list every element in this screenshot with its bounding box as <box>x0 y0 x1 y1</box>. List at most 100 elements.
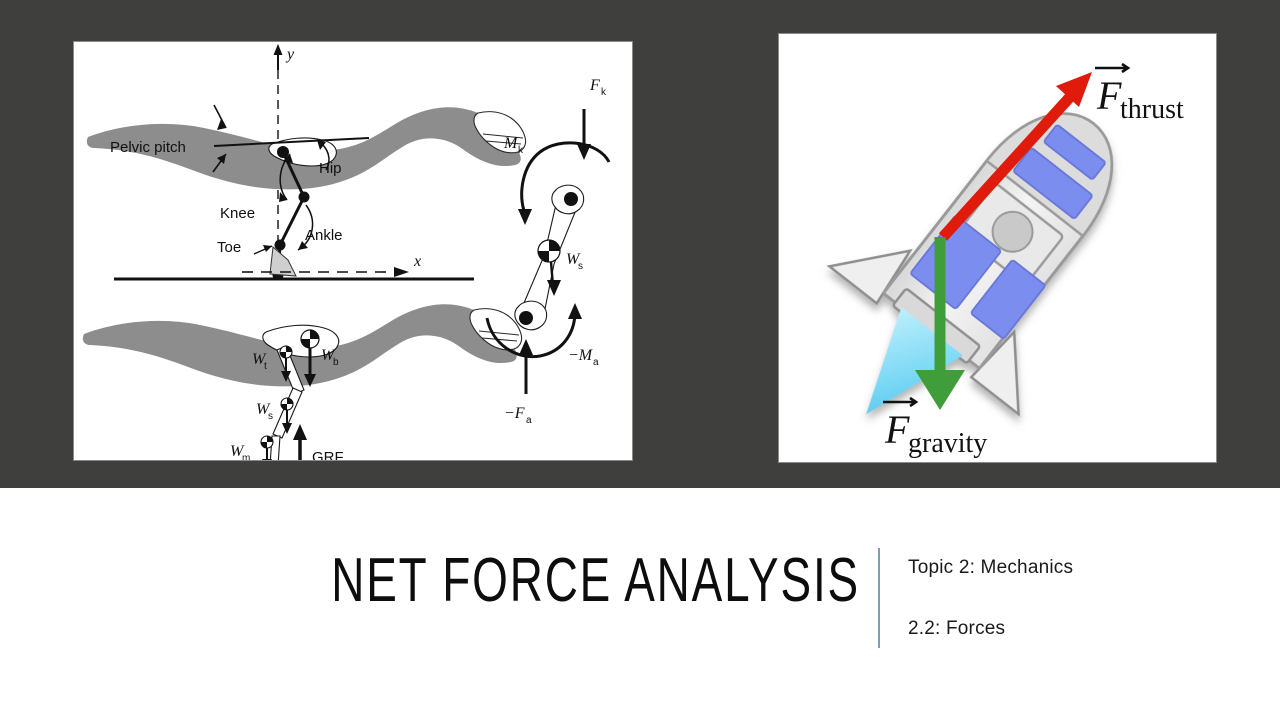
label-f-thrust: F thrust <box>1095 62 1184 125</box>
dinosaur-body-lower <box>82 304 517 387</box>
left-figure-dinosaur-biomechanics[interactable]: y <box>74 42 632 460</box>
knee-angle-arrowhead-bottom <box>279 192 287 202</box>
label-ankle: Ankle <box>305 227 343 244</box>
svg-text:−F: −F <box>504 405 525 422</box>
rocket-window-top <box>1043 124 1106 180</box>
y-axis-arrowhead <box>273 44 283 55</box>
svg-text:−M: −M <box>568 347 594 364</box>
svg-text:t: t <box>264 361 267 372</box>
dinosaur-skull-upper <box>473 111 527 154</box>
svg-text:k: k <box>518 145 524 156</box>
thrust-vector-overarrow <box>1095 62 1131 74</box>
label-grf: GRF <box>312 449 344 460</box>
label-hip: Hip <box>319 160 342 177</box>
svg-text:a: a <box>593 357 599 368</box>
svg-text:s: s <box>268 411 273 422</box>
rocket-porthole <box>991 210 1034 253</box>
subtitle-section: 2.2: Forces <box>908 618 1006 639</box>
com-marker-body <box>300 329 320 349</box>
fa-arrowhead <box>519 339 533 355</box>
weight-tail-arrowhead <box>281 371 291 382</box>
weight-body-arrowhead <box>304 374 316 387</box>
label-f-gravity: F gravity <box>883 396 987 459</box>
ankle-angle-arrowhead <box>298 241 308 250</box>
svg-text:k: k <box>601 87 607 98</box>
pelvic-pitch-reference-line <box>213 137 370 147</box>
page-title: NET FORCE ANALYSIS <box>331 546 860 615</box>
ma-moment-arrowhead <box>568 303 582 319</box>
svg-text:F: F <box>1096 73 1122 118</box>
rocket-fin-right <box>969 329 1020 417</box>
thrust-arrowhead <box>1056 72 1092 107</box>
pelvic-pitch-arrowhead-upper <box>217 119 226 130</box>
gravity-arrowhead <box>915 370 965 410</box>
thrust-arrow-line <box>938 93 1075 241</box>
svg-text:W: W <box>252 351 267 368</box>
svg-text:W: W <box>230 443 245 460</box>
x-axis-arrowhead <box>394 267 409 277</box>
rocket-window-lower-right <box>970 259 1046 339</box>
pelvic-pitch-arrowhead-lower <box>217 154 226 164</box>
tibia-segment <box>278 196 306 246</box>
pelvic-pitch-arrow-upper <box>213 104 227 129</box>
svg-text:F: F <box>884 407 910 452</box>
knee-joint-marker <box>298 191 310 203</box>
ma-moment-arc <box>485 313 577 359</box>
svg-text:M: M <box>503 135 519 152</box>
svg-text:gravity: gravity <box>908 428 987 459</box>
top-kinematics-panel: y <box>86 44 527 281</box>
ws-arrowhead <box>547 280 561 296</box>
dinosaur-skull-lower <box>469 308 523 351</box>
com-marker-tail <box>279 345 293 359</box>
label-toe: Toe <box>217 239 241 256</box>
dinosaur-jaw-lines-upper <box>482 133 524 145</box>
svg-text:s: s <box>578 261 583 272</box>
svg-text:F: F <box>589 77 600 94</box>
svg-text:W: W <box>321 347 336 364</box>
svg-text:W: W <box>566 251 581 268</box>
rocket-flame <box>866 307 963 415</box>
svg-text:a: a <box>526 415 532 426</box>
label-fk: F k <box>589 77 607 98</box>
gravity-vector-overarrow <box>883 396 919 408</box>
com-marker-shank <box>280 397 294 411</box>
label-ws: W s <box>566 251 583 272</box>
mk-moment-arc <box>520 141 611 215</box>
dinosaur-body-upper <box>86 107 521 190</box>
rocket-diagram-svg: F thrust F gravity <box>826 62 1184 459</box>
dinosaur-diagram-svg: y <box>82 44 611 460</box>
thrust-vector <box>938 72 1092 241</box>
title-divider <box>878 548 880 648</box>
weight-metatarsal-arrowhead <box>262 459 272 460</box>
label-weight-metatarsal: W m <box>230 443 250 460</box>
free-body-limb-panel: F k M k <box>485 77 611 426</box>
toe-pointer-arrowhead <box>263 245 272 252</box>
gravity-vector <box>915 237 965 410</box>
ankle-joint-marker <box>274 239 286 251</box>
bottom-forces-panel: W t W b W s W m GRF R <box>82 304 523 460</box>
label-ma: −M a <box>568 347 599 368</box>
subtitle-topic: Topic 2: Mechanics <box>908 557 1074 578</box>
label-mk: M k <box>503 135 524 156</box>
label-pelvic-pitch: Pelvic pitch <box>110 139 186 156</box>
svg-text:W: W <box>256 401 271 418</box>
grf-arrowhead <box>293 424 307 440</box>
rocket-fin-left <box>826 248 913 306</box>
knee-angle-arrowhead-top <box>283 154 293 163</box>
right-figure-rocket-forces[interactable]: F thrust F gravity <box>779 34 1216 462</box>
knee-joint-free-body <box>564 192 578 206</box>
label-weight-tail: W t <box>252 351 267 372</box>
dinosaur-jaw-lines-lower <box>478 330 520 342</box>
fk-arrowhead <box>577 144 591 160</box>
svg-text:thrust: thrust <box>1120 94 1184 125</box>
ankle-joint-free-body <box>519 311 533 325</box>
com-marker-free-body <box>537 239 561 263</box>
y-axis-label: y <box>285 46 295 63</box>
foot-upper <box>269 245 297 277</box>
label-fa: −F a <box>504 405 532 426</box>
hip-angle-arrowhead <box>317 140 326 150</box>
hip-joint-marker <box>277 146 289 158</box>
label-weight-shank: W s <box>256 401 273 422</box>
label-weight-body: W b <box>321 347 339 368</box>
